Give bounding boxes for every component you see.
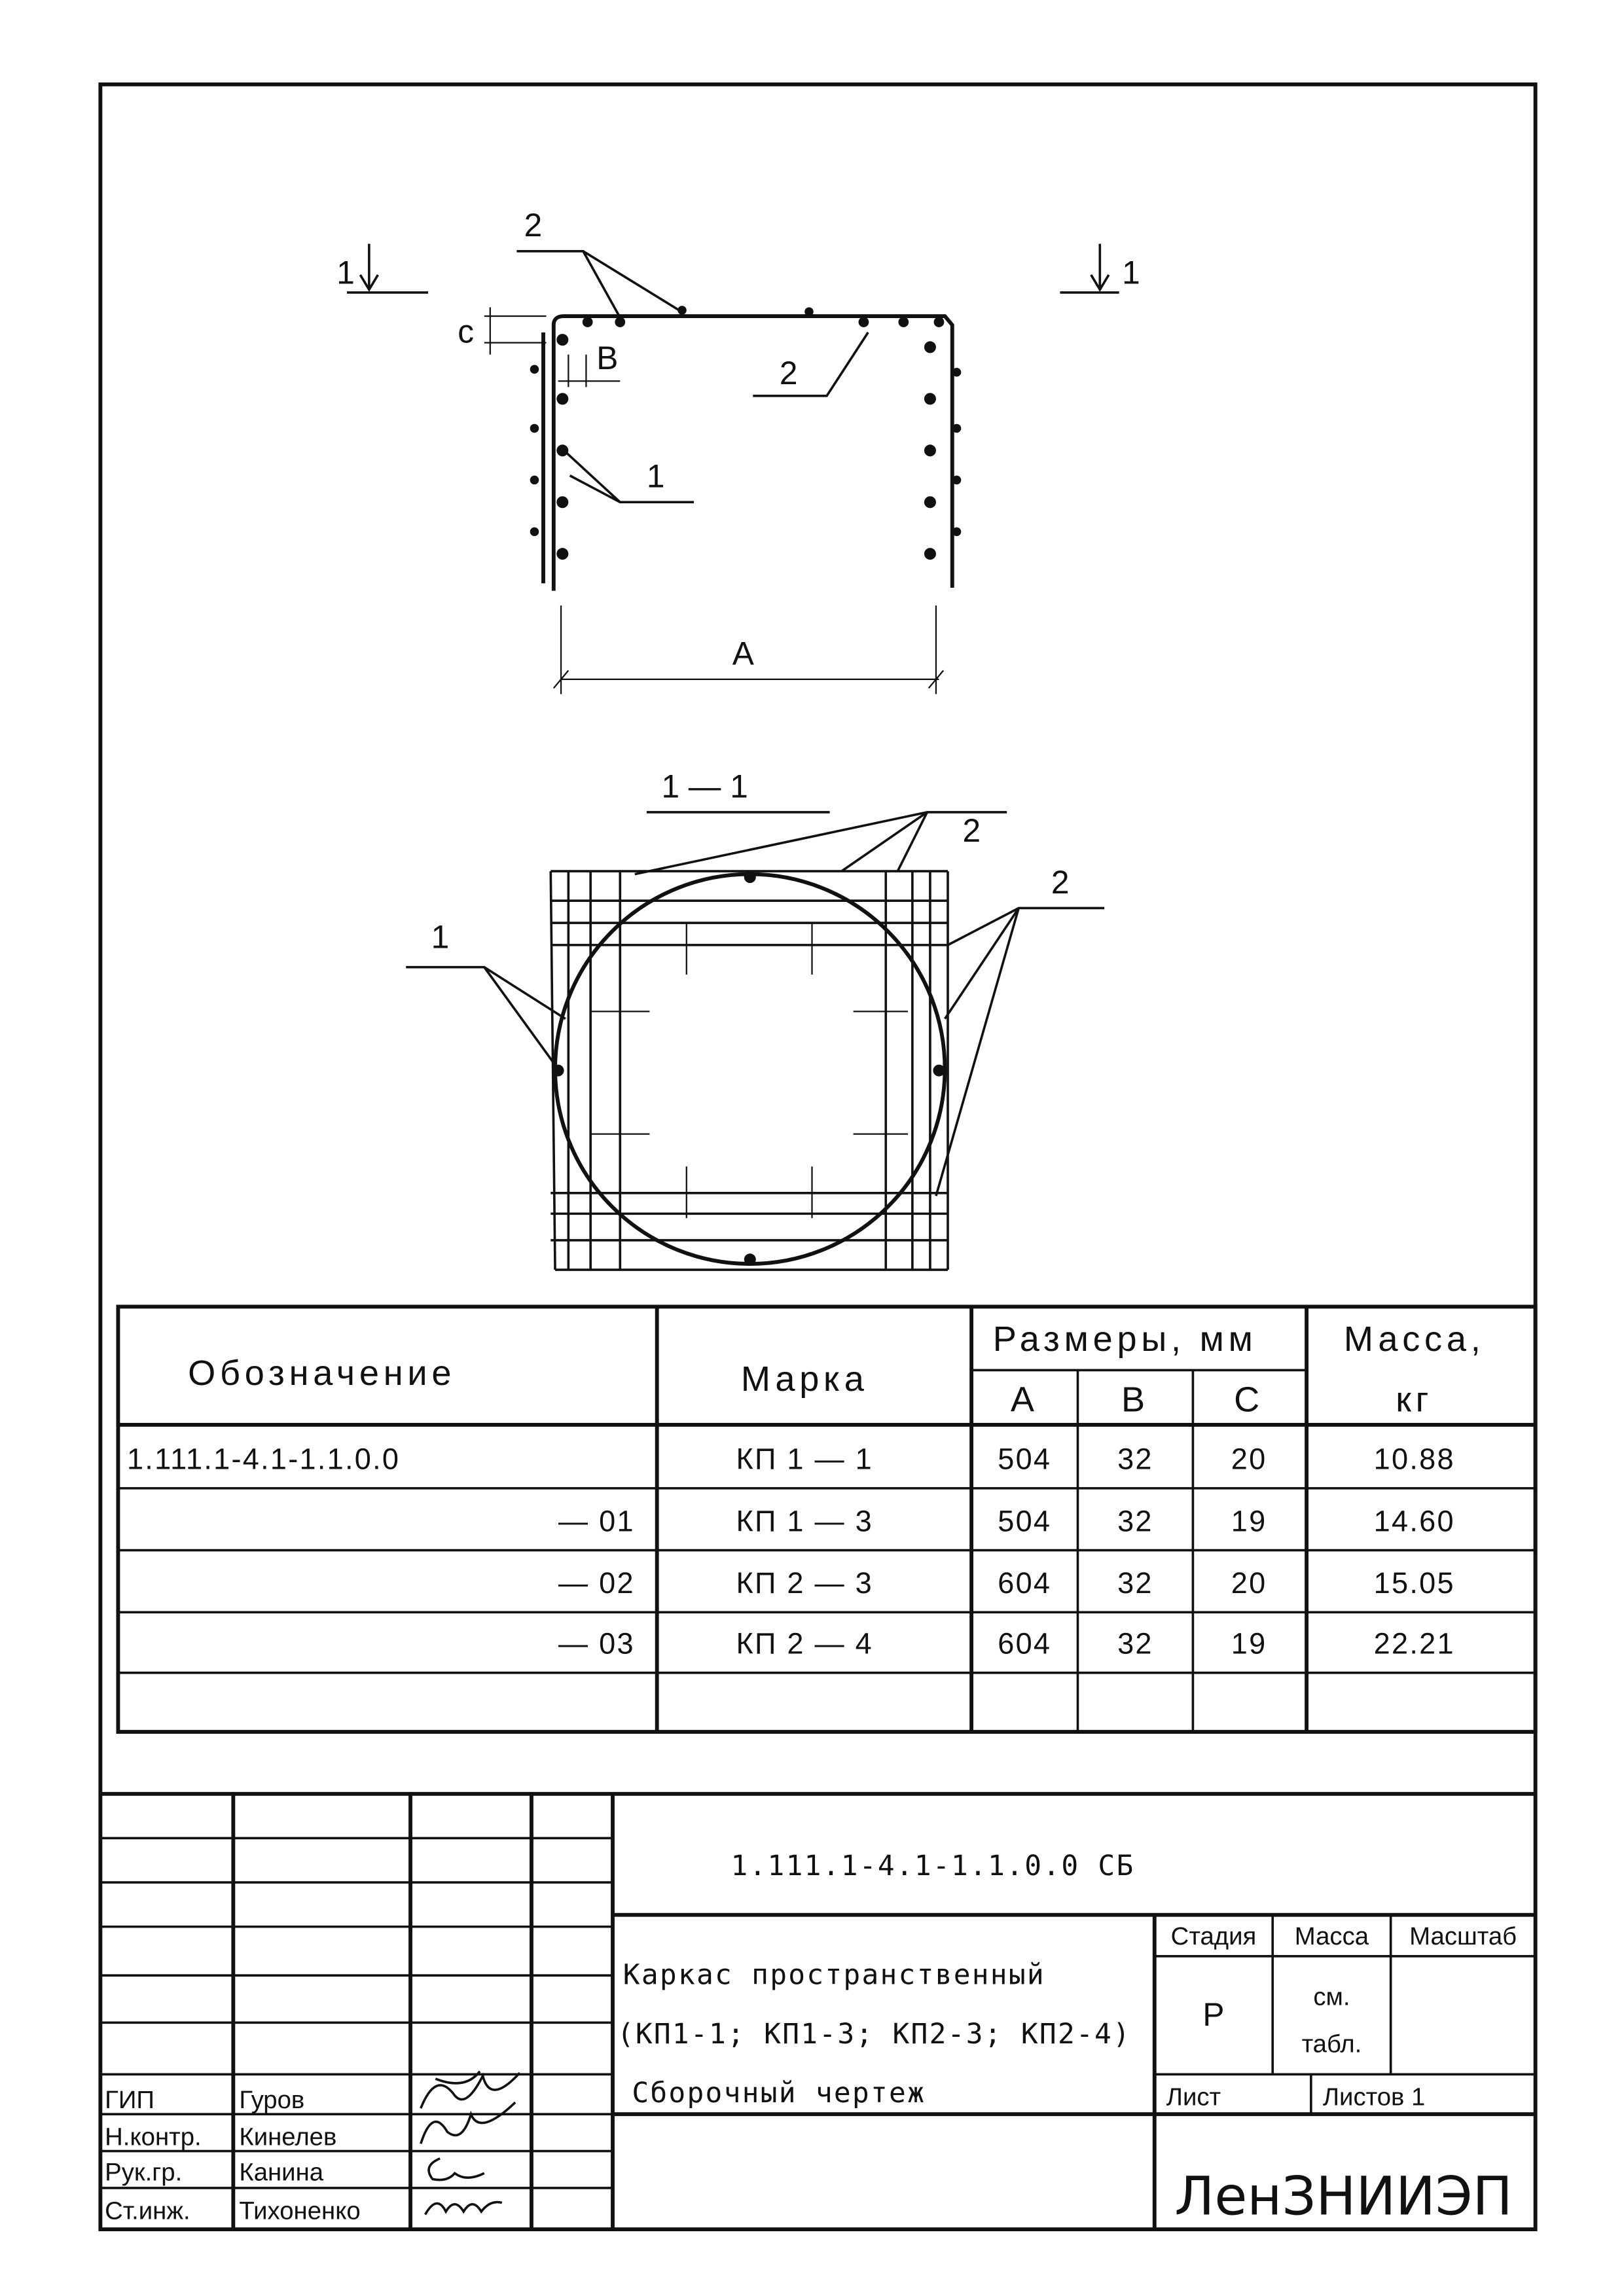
signature-row: Н.контр. Кинелев — [105, 2101, 516, 2151]
callout-2-inner: 2 — [780, 355, 798, 391]
svg-text:Рук.гр.: Рук.гр. — [105, 2159, 182, 2187]
svg-text:Гуров: Гуров — [239, 2086, 304, 2114]
svg-text:20: 20 — [1231, 1443, 1267, 1476]
spec-table: Обозначение Марка Размеры, мм Масса, кг … — [116, 1304, 1538, 1734]
header-mass: Масса, — [1344, 1319, 1485, 1359]
dimension-b-label: В — [596, 340, 618, 376]
sheet-label: Лист — [1166, 2083, 1221, 2111]
table-row: — 01 КП 1 — 3 504 32 19 14.60 — [558, 1504, 1455, 1537]
svg-text:КП 1 — 1: КП 1 — 1 — [736, 1443, 873, 1476]
svg-text:32: 32 — [1117, 1443, 1153, 1476]
svg-text:14.60: 14.60 — [1374, 1504, 1455, 1537]
svg-text:КП 2 — 3: КП 2 — 3 — [736, 1566, 873, 1600]
callout-2-section-top: 2 — [963, 812, 981, 849]
svg-text:32: 32 — [1117, 1504, 1153, 1537]
section-mark-left: 1 — [336, 254, 355, 291]
sheet-frame — [98, 82, 1538, 2232]
header-designation: Обозначение — [188, 1354, 456, 1393]
svg-text:1.111.1-4.1-1.1.0.0: 1.111.1-4.1-1.1.0.0 — [127, 1443, 400, 1476]
mass-label: Масса — [1295, 1922, 1369, 1950]
callout-2-section-right: 2 — [1051, 864, 1070, 901]
header-mark: Марка — [741, 1359, 869, 1399]
svg-text:Тихоненко: Тихоненко — [239, 2197, 360, 2225]
section-view: 1 — 1 2 2 1 — [406, 768, 1105, 1271]
mass-value-1: см. — [1313, 1982, 1350, 2011]
signature-row: Рук.гр. Канина — [105, 2157, 485, 2187]
signature — [420, 2101, 516, 2144]
sheets-label: Листов 1 — [1323, 2083, 1426, 2111]
title-line-3: Сборочный чертеж — [632, 2077, 926, 2109]
section-arrow-left — [347, 243, 429, 294]
header-b: В — [1121, 1380, 1149, 1420]
svg-text:19: 19 — [1231, 1504, 1267, 1537]
svg-text:КП 1 — 3: КП 1 — 3 — [736, 1504, 873, 1537]
table-row: — 03 КП 2 — 4 604 32 19 22.21 — [558, 1626, 1455, 1660]
header-mass-unit: кг — [1396, 1380, 1433, 1420]
svg-text:22.21: 22.21 — [1374, 1626, 1455, 1660]
svg-text:КП 2 — 4: КП 2 — 4 — [736, 1626, 873, 1660]
signature — [427, 2157, 485, 2181]
rebar-frame — [551, 314, 954, 591]
dimension-a-label: А — [732, 635, 754, 672]
header-c: С — [1234, 1380, 1264, 1420]
svg-text:— 02: — 02 — [558, 1566, 635, 1600]
svg-text:32: 32 — [1117, 1626, 1153, 1660]
table-row: — 02 КП 2 — 3 604 32 20 15.05 — [558, 1566, 1455, 1600]
svg-text:504: 504 — [998, 1443, 1051, 1476]
mass-value-2: табл. — [1302, 2030, 1362, 2058]
rebar-dots — [530, 306, 962, 560]
signature — [424, 2200, 503, 2215]
title-line-2: (КП1-1; КП1-3; КП2-3; КП2-4) — [617, 2018, 1131, 2051]
dimension-c-label: с — [458, 314, 474, 350]
signature-row: ГИП Гуров — [105, 2070, 521, 2114]
svg-text:Канина: Канина — [239, 2159, 323, 2187]
title-line-1: Каркас пространственный — [623, 1959, 1045, 1992]
svg-text:604: 604 — [998, 1566, 1051, 1600]
svg-text:15.05: 15.05 — [1374, 1566, 1455, 1600]
svg-text:32: 32 — [1117, 1566, 1153, 1600]
svg-text:— 03: — 03 — [558, 1626, 635, 1660]
stage-label: Стадия — [1171, 1922, 1257, 1950]
callout-1-section: 1 — [431, 918, 450, 955]
svg-text:Н.контр.: Н.контр. — [105, 2123, 202, 2151]
signature-row: Ст.инж. Тихоненко — [105, 2197, 503, 2225]
callout-1-top: 1 — [647, 458, 665, 495]
scale-label: Масштаб — [1409, 1922, 1517, 1950]
table-row: 1.111.1-4.1-1.1.0.0 КП 1 — 1 504 32 20 1… — [127, 1443, 1455, 1476]
stage-value: Р — [1202, 1996, 1224, 2033]
svg-text:10.88: 10.88 — [1374, 1443, 1455, 1476]
header-sizes: Размеры, мм — [993, 1319, 1257, 1359]
document-code: 1.111.1-4.1-1.1.0.0 СБ — [731, 1850, 1134, 1882]
section-arrow-right — [1060, 243, 1119, 294]
section-mark-right: 1 — [1122, 254, 1140, 291]
svg-text:19: 19 — [1231, 1626, 1267, 1660]
plan-view: 1 1 2 с В 2 1 А — [336, 207, 1140, 694]
svg-text:Ст.инж.: Ст.инж. — [105, 2197, 190, 2225]
dimension-a-line — [552, 605, 945, 694]
svg-text:604: 604 — [998, 1626, 1051, 1660]
svg-text:ГИП: ГИП — [105, 2086, 154, 2114]
header-a: А — [1011, 1380, 1039, 1420]
section-title: 1 — 1 — [661, 768, 748, 804]
signature — [420, 2070, 521, 2109]
svg-text:— 01: — 01 — [558, 1504, 635, 1537]
svg-text:20: 20 — [1231, 1566, 1267, 1600]
svg-text:Кинелев: Кинелев — [239, 2123, 336, 2151]
organization-logo: ЛенЗНИИЭП — [1174, 2166, 1512, 2228]
title-block: 1.111.1-4.1-1.1.0.0 СБ Каркас пространст… — [100, 1791, 1536, 2230]
callout-2-top: 2 — [524, 207, 543, 243]
svg-text:504: 504 — [998, 1504, 1051, 1537]
